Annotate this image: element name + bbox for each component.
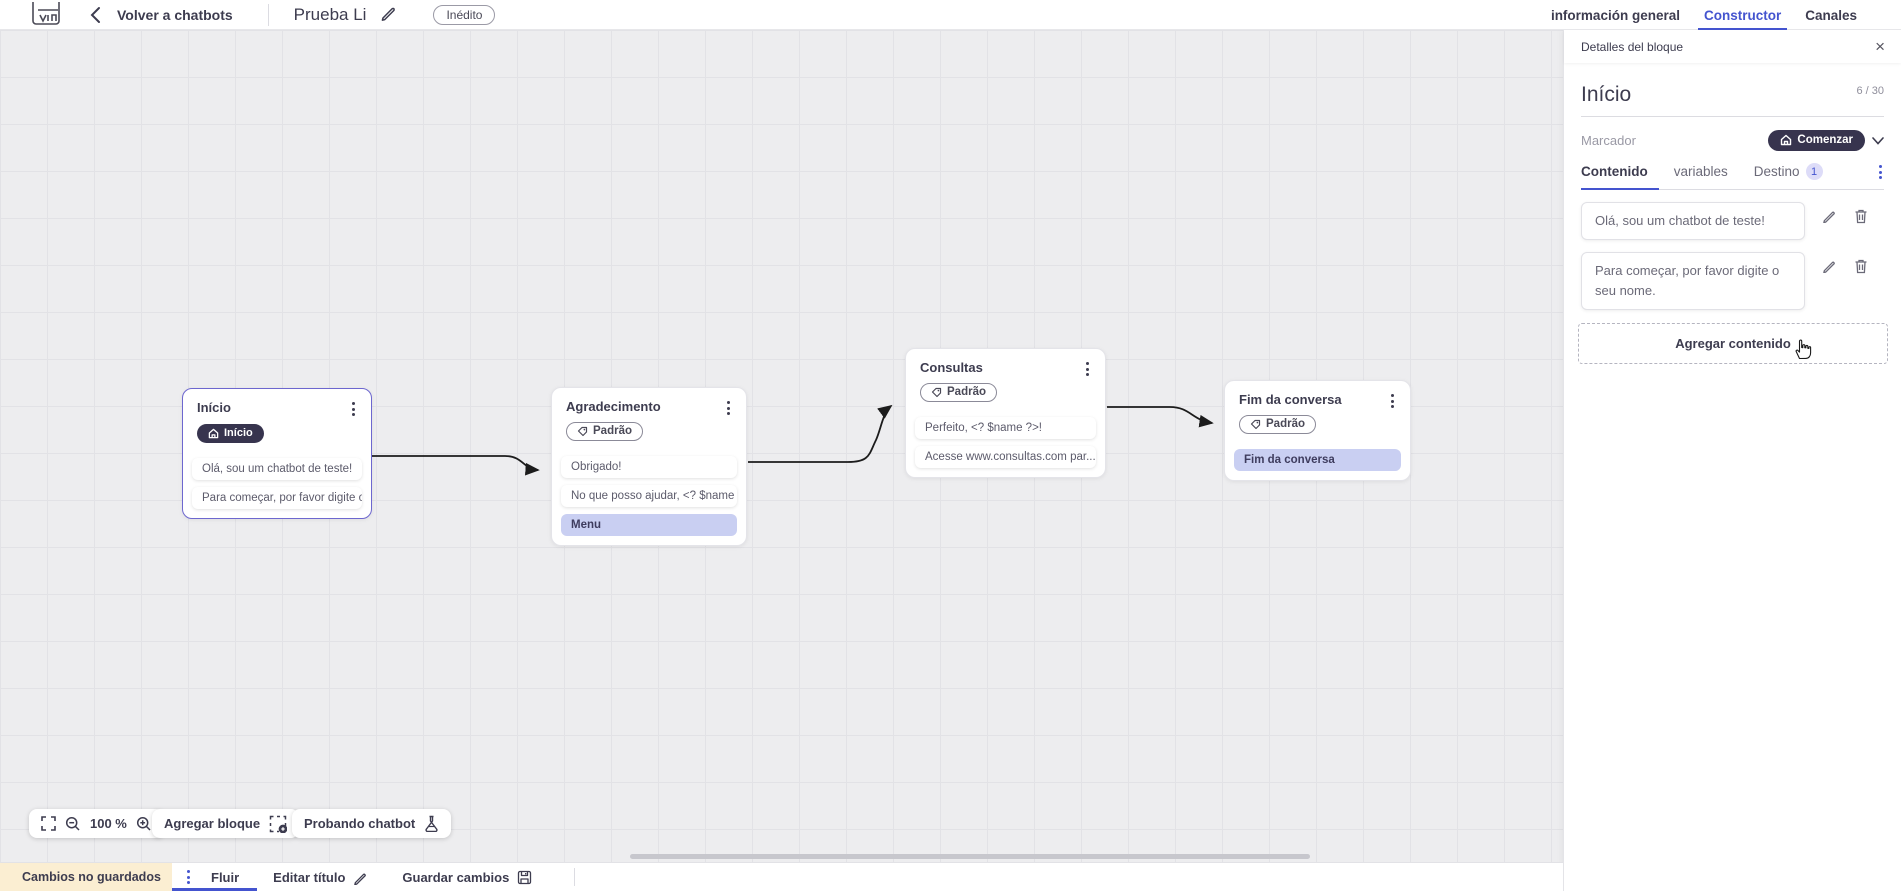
- node-message-item[interactable]: No que posso ajudar, <? $name ...: [561, 485, 737, 507]
- flask-icon: [425, 815, 438, 832]
- tab-destino[interactable]: Destino 1: [1754, 163, 1823, 180]
- content-message-card[interactable]: Olá, sou um chatbot de teste!: [1581, 202, 1805, 241]
- zoom-in-icon[interactable]: [136, 816, 152, 832]
- tab-constructor[interactable]: Constructor: [1697, 0, 1788, 30]
- flow-tab-label[interactable]: Fluir: [211, 869, 240, 885]
- unsaved-changes-chip: Cambios no guardados: [0, 863, 172, 891]
- marker-value-dropdown[interactable]: Comenzar: [1768, 130, 1865, 151]
- node-menu-icon[interactable]: [723, 399, 734, 417]
- tab-canales[interactable]: Canales: [1805, 7, 1857, 23]
- char-counter: 6 / 30: [1856, 85, 1884, 97]
- padrao-badge: Padrão: [920, 383, 997, 402]
- node-fim-da-conversa[interactable]: Fim da conversa Padrão Fim da conversa: [1224, 380, 1411, 481]
- node-message-item[interactable]: Obrigado!: [561, 456, 737, 478]
- node-title: Agradecimento: [566, 399, 661, 414]
- marker-label: Marcador: [1581, 133, 1636, 148]
- edit-title-icon[interactable]: [380, 4, 397, 26]
- block-details-panel: Detalles del bloque × Início 6 / 30 Marc…: [1563, 30, 1901, 891]
- node-consultas[interactable]: Consultas Padrão Perfeito, <? $name ?>! …: [905, 348, 1106, 478]
- back-button[interactable]: [90, 6, 101, 24]
- add-block-button[interactable]: Agregar bloque: [152, 809, 300, 838]
- footer-divider: [574, 868, 576, 886]
- node-title: Fim da conversa: [1239, 392, 1342, 407]
- zoom-out-icon[interactable]: [65, 816, 81, 832]
- node-menu-icon[interactable]: [348, 400, 359, 418]
- delete-content-icon[interactable]: [1854, 258, 1868, 279]
- back-to-chatbots-label[interactable]: Volver a chatbots: [117, 6, 233, 23]
- status-badge: Inédito: [433, 4, 496, 25]
- tab-informacion-general[interactable]: información general: [1550, 7, 1680, 23]
- node-title: Consultas: [920, 360, 983, 375]
- node-message-item[interactable]: Olá, sou um chatbot de teste!: [192, 458, 362, 480]
- bottom-bar: Cambios no guardados Fluir Editar título…: [0, 862, 1563, 891]
- header-divider: [267, 3, 269, 26]
- node-action-item[interactable]: Menu: [561, 514, 737, 536]
- horizontal-scrollbar[interactable]: [630, 854, 1310, 859]
- node-agradecimento[interactable]: Agradecimento Padrão Obrigado! No que po…: [551, 387, 747, 546]
- flow-canvas[interactable]: Início Início Olá, sou um chatbot de tes…: [0, 30, 1563, 862]
- panel-tabs: Contenido variables Destino 1: [1581, 163, 1884, 190]
- padrao-badge: Padrão: [1239, 415, 1316, 434]
- test-chatbot-button[interactable]: Probando chatbot: [292, 809, 452, 838]
- destino-count-badge: 1: [1805, 163, 1823, 180]
- node-message-item[interactable]: Acesse www.consultas.com par...: [915, 446, 1096, 468]
- edit-content-icon[interactable]: [1822, 258, 1837, 278]
- top-bar: Volver a chatbots Prueba Li Inédito info…: [0, 0, 1901, 30]
- node-title: Início: [197, 400, 231, 415]
- save-changes-button[interactable]: Guardar cambios: [402, 870, 532, 885]
- home-icon: [208, 428, 219, 438]
- chevron-left-icon: [90, 6, 100, 23]
- edit-content-icon[interactable]: [1822, 208, 1837, 228]
- app-logo-icon: [30, 1, 62, 28]
- panel-title: Detalles del bloque: [1581, 39, 1684, 54]
- close-icon[interactable]: ×: [1875, 37, 1885, 56]
- tab-variables[interactable]: variables: [1673, 164, 1728, 179]
- node-menu-icon[interactable]: [1387, 392, 1398, 410]
- zoom-level: 100 %: [90, 816, 127, 831]
- active-flow-underline: [172, 888, 257, 891]
- start-badge: Início: [197, 424, 264, 443]
- zoom-controls: 100 %: [29, 809, 164, 838]
- node-action-item[interactable]: Fim da conversa: [1234, 449, 1401, 471]
- node-message-item[interactable]: Para começar, por favor digite o ...: [192, 487, 362, 509]
- panel-menu-icon[interactable]: [1875, 163, 1886, 181]
- tag-icon: [931, 387, 942, 397]
- edit-title-button[interactable]: Editar título: [273, 870, 368, 885]
- add-content-button[interactable]: Agregar contenido: [1578, 323, 1888, 365]
- node-menu-icon[interactable]: [1082, 360, 1093, 378]
- block-name-input[interactable]: Início: [1581, 83, 1632, 106]
- home-icon: [1781, 134, 1792, 146]
- header-tabs: información general Constructor Canales: [1551, 0, 1857, 30]
- tag-icon: [577, 426, 588, 436]
- fullscreen-icon[interactable]: [41, 816, 56, 831]
- active-tab-underline: [1581, 188, 1659, 190]
- padrao-badge: Padrão: [566, 422, 643, 441]
- flow-tab[interactable]: Fluir: [172, 863, 257, 891]
- delete-content-icon[interactable]: [1854, 208, 1868, 229]
- flow-menu-icon[interactable]: [183, 868, 194, 886]
- content-message-card[interactable]: Para começar, por favor digite o seu nom…: [1581, 252, 1805, 311]
- tag-icon: [1250, 419, 1261, 429]
- pencil-icon: [354, 873, 367, 885]
- tab-contenido[interactable]: Contenido: [1581, 164, 1648, 179]
- add-block-icon: [269, 815, 288, 833]
- flow-title: Prueba Li: [293, 4, 367, 24]
- node-inicio[interactable]: Início Início Olá, sou um chatbot de tes…: [182, 388, 372, 519]
- chevron-down-icon[interactable]: [1872, 136, 1884, 145]
- node-message-item[interactable]: Perfeito, <? $name ?>!: [915, 417, 1096, 439]
- save-icon: [518, 870, 532, 884]
- unsaved-changes-label: Cambios no guardados: [22, 870, 161, 884]
